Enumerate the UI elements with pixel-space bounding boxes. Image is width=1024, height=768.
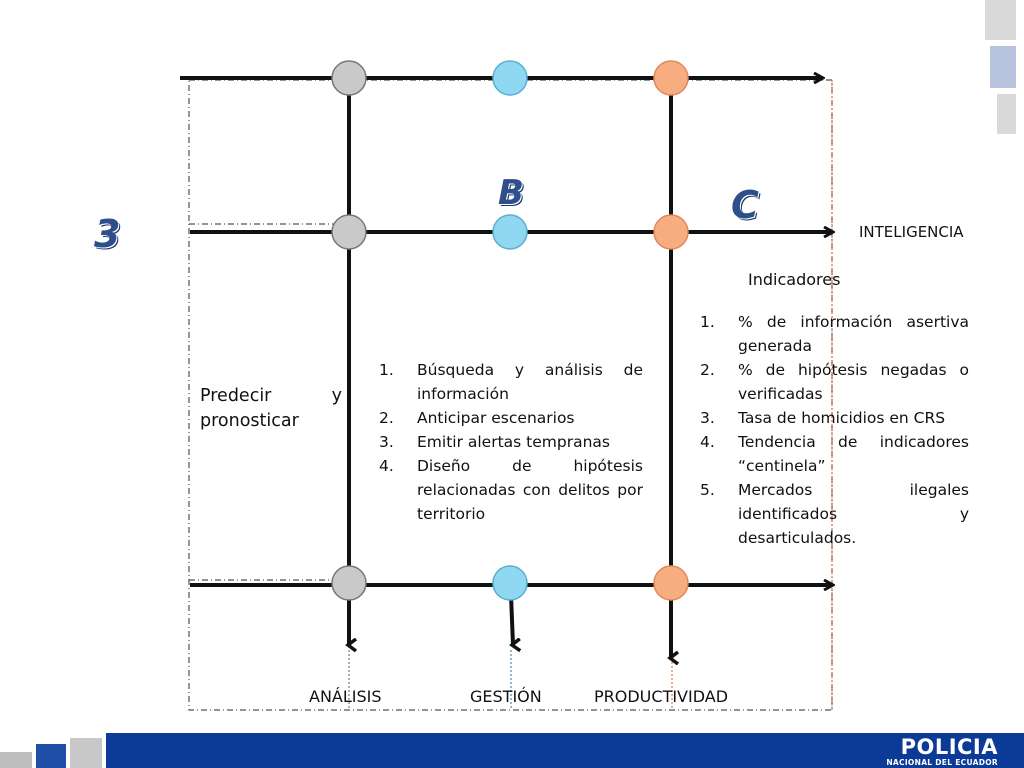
- list-item: 4.Tendencia de indicadores “centinela”: [700, 433, 969, 475]
- indicators-list: 1.% de información asertiva generada 2.%…: [700, 310, 969, 550]
- list-item: 3.Emitir alertas tempranas: [379, 433, 610, 451]
- brand-title: POLICIA: [900, 735, 998, 759]
- left-label-y: y: [331, 386, 342, 406]
- left-label: Predecir y pronosticar: [200, 384, 342, 434]
- list-item: 3.Tasa de homicidios en CRS: [700, 409, 946, 427]
- row-label-inteligencia: INTELIGENCIA: [859, 223, 964, 241]
- node-gray: [331, 214, 367, 250]
- deco-square-low: [997, 94, 1016, 134]
- column-line-gestion: [509, 594, 513, 645]
- node-blue: [492, 60, 528, 96]
- deco-square-mid: [990, 46, 1016, 88]
- slide-number: 3: [94, 212, 121, 256]
- left-label-word: Predecir: [200, 386, 272, 406]
- list-item: 1.% de información asertiva generada: [700, 313, 969, 355]
- axis-label-analisis: ANÁLISIS: [309, 687, 382, 706]
- node-orange: [653, 214, 689, 250]
- brand-subtitle: NACIONAL DEL ECUADOR: [886, 758, 998, 767]
- deco-square-bl3: [70, 738, 102, 768]
- node-orange: [653, 565, 689, 601]
- column-letter-c: C: [731, 183, 759, 227]
- list-item: 4.Diseño de hipótesis relacionadas con d…: [379, 457, 643, 523]
- node-orange: [653, 60, 689, 96]
- nodes: [331, 60, 689, 601]
- indicators-title: Indicadores: [748, 270, 841, 289]
- footer-bar: [106, 733, 1024, 768]
- actions-list: 1.Búsqueda y análisis de información 2.A…: [379, 358, 643, 526]
- deco-square-top: [985, 0, 1016, 40]
- deco-square-bl1: [0, 752, 32, 768]
- node-blue: [492, 565, 528, 601]
- police-logo: POLICIA NACIONAL DEL ECUADOR: [886, 736, 998, 767]
- node-gray: [331, 60, 367, 96]
- left-label-line2: pronosticar: [200, 411, 299, 431]
- list-item: 2.Anticipar escenarios: [379, 409, 575, 427]
- column-letter-b: B: [498, 173, 524, 213]
- axis-label-productividad: PRODUCTIVIDAD: [594, 687, 729, 706]
- deco-square-bl2: [36, 744, 66, 768]
- list-item: 5.Mercados ilegales identificados y desa…: [700, 481, 969, 547]
- node-blue: [492, 214, 528, 250]
- list-item: 2.% de hipótesis negadas o verificadas: [700, 361, 969, 403]
- node-gray: [331, 565, 367, 601]
- axis-label-gestion: GESTIÓN: [470, 687, 542, 706]
- list-item: 1.Búsqueda y análisis de información: [379, 361, 643, 403]
